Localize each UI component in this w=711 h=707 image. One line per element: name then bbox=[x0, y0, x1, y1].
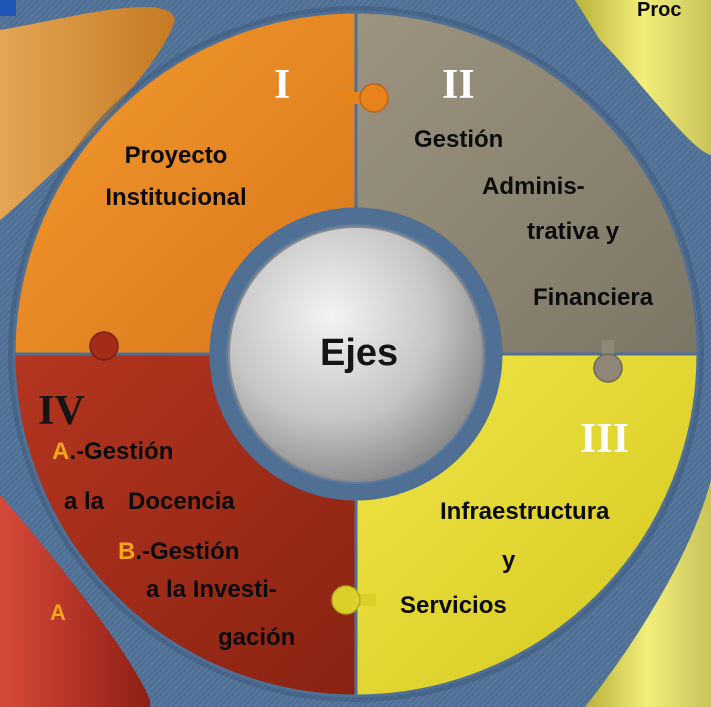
puzzle-knob-III-IV bbox=[331, 585, 376, 615]
quadrant-IV-a-letter: A bbox=[52, 438, 70, 465]
numeral-III: III bbox=[580, 416, 630, 462]
right-bottom-leaf bbox=[585, 480, 711, 707]
side-fragment-left: A bbox=[50, 600, 66, 625]
quadrant-II-line3: trativa y bbox=[527, 218, 620, 245]
puzzle-knob-I-II bbox=[340, 83, 389, 113]
quadrant-IV-a-line2-part2: Docencia bbox=[128, 488, 235, 515]
quadrant-III-line3: Servicios bbox=[400, 592, 507, 619]
quadrant-II-line4: Financiera bbox=[533, 284, 654, 311]
quadrant-I-title-line1: Proyecto bbox=[124, 142, 228, 169]
quadrant-IV-b-heading: B.-Gestión bbox=[118, 540, 239, 564]
quadrant-IV-a-heading: A.-Gestión bbox=[52, 440, 173, 464]
quadrant-IV-b-line3: gación bbox=[218, 624, 296, 651]
quadrant-IV-b-letter: B bbox=[118, 538, 136, 565]
quadrant-IV-a-line2-part1: a la bbox=[64, 488, 105, 515]
left-bottom-leaf bbox=[0, 495, 150, 707]
quadrant-I-title-line2: Institucional bbox=[105, 184, 247, 211]
numeral-II: II bbox=[442, 62, 475, 108]
hub-circle bbox=[228, 226, 484, 482]
quadrant-IV-b-line2: a la Investi- bbox=[146, 576, 277, 603]
numeral-I: I bbox=[274, 62, 291, 108]
corner-marker bbox=[0, 0, 16, 16]
center-label: Ejes bbox=[320, 332, 399, 374]
quadrant-IV-a-text: .-Gestión bbox=[69, 438, 174, 465]
left-top-leaf bbox=[0, 7, 175, 221]
quadrant-III-line1: Infraestructura bbox=[440, 498, 610, 525]
quadrant-III-line2: y bbox=[502, 547, 516, 574]
puzzle-knob-II-III bbox=[593, 340, 623, 383]
header-fragment: Proc bbox=[637, 0, 682, 21]
quadrant-II-line1: Gestión bbox=[414, 126, 504, 153]
puzzle-knob-IV-I bbox=[89, 331, 119, 361]
quadrant-II-line2: Adminis- bbox=[482, 173, 585, 200]
quadrant-IV-b-text: .-Gestión bbox=[135, 538, 240, 565]
numeral-IV: IV bbox=[38, 388, 85, 434]
right-top-leaf bbox=[575, 0, 711, 155]
